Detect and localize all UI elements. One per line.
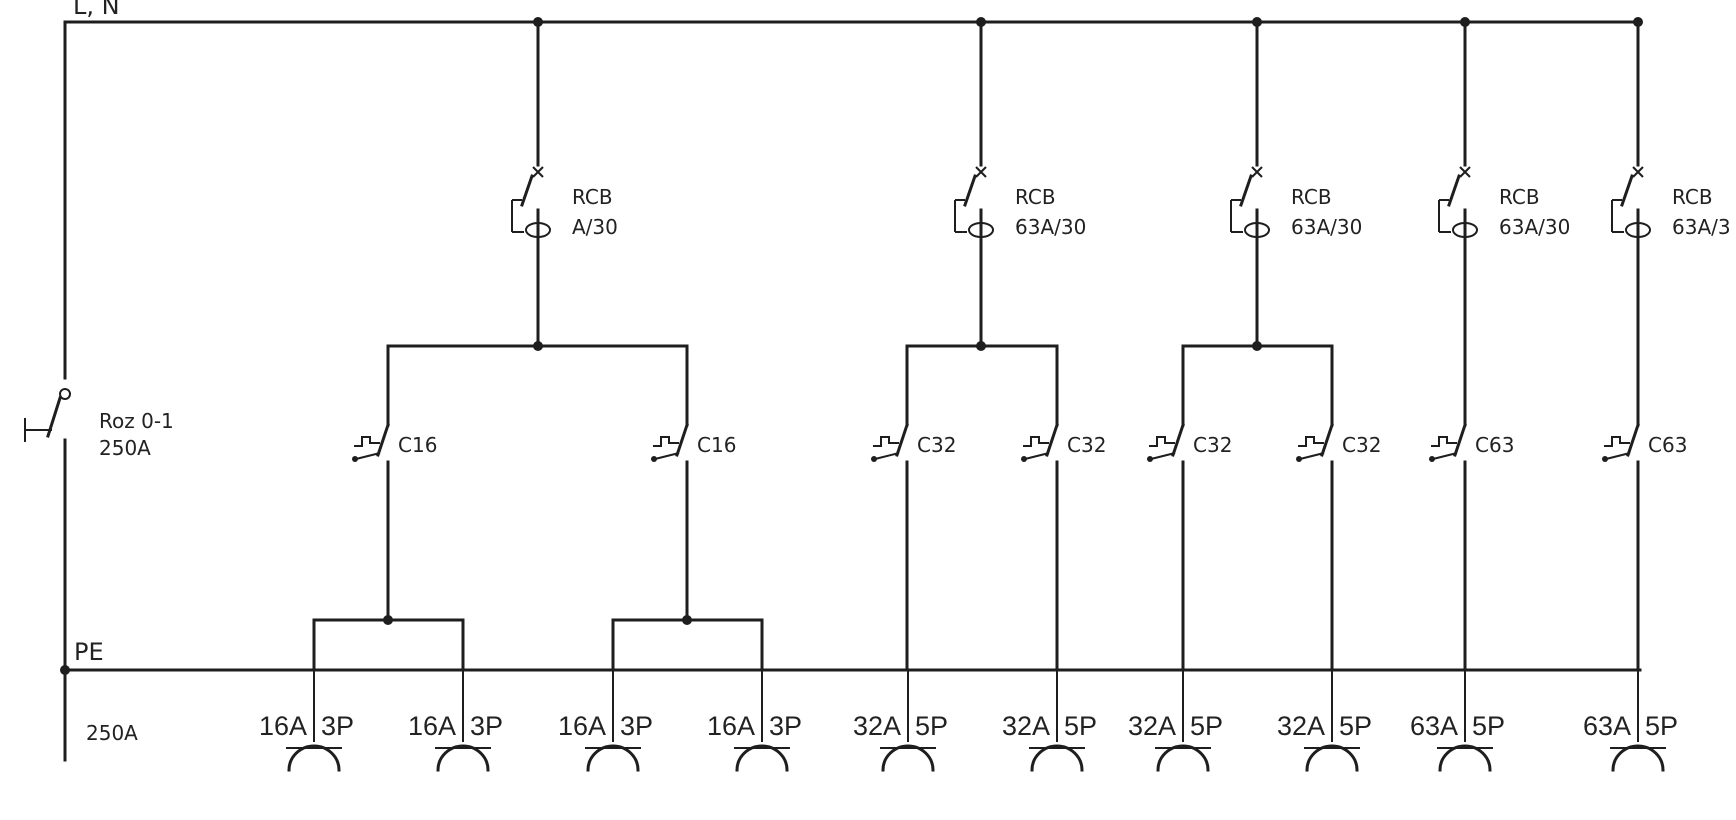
bottom-left-label: 250A: [86, 721, 138, 745]
rcb-split-2: [905, 244, 1059, 351]
breaker-3: C32: [871, 344, 956, 472]
rcb-rating: A/30: [572, 215, 618, 239]
main-switch-label-1: Roz 0-1: [99, 409, 174, 433]
breaker-8: C63: [1602, 344, 1687, 472]
rcb-rating: 63A/30: [1015, 215, 1086, 239]
socket-poles: 5P: [915, 711, 948, 741]
breaker-5: C32: [1147, 344, 1232, 472]
breaker-1: C16: [352, 344, 437, 472]
breaker-label: C63: [1648, 433, 1687, 457]
breaker-feed-2: [611, 468, 764, 672]
socket-8: 32A 5P: [1277, 670, 1372, 772]
rcb-5: RCB 63A/3: [1611, 17, 1731, 248]
socket-poles: 3P: [620, 711, 653, 741]
rcb-split-3: [1181, 244, 1334, 351]
breaker-2: C16: [651, 344, 736, 472]
socket-poles: 5P: [1472, 711, 1505, 741]
breaker-label: C63: [1475, 433, 1514, 457]
socket-poles: 5P: [1190, 711, 1223, 741]
socket-10: 63A 5P: [1583, 670, 1678, 772]
socket-poles: 3P: [470, 711, 503, 741]
socket-current: 32A: [1002, 711, 1050, 741]
rcb-rating: 63A/3: [1672, 215, 1731, 239]
breaker-label: C32: [1342, 433, 1381, 457]
socket-2: 16A 3P: [408, 670, 503, 772]
main-switch-label-2: 250A: [99, 436, 151, 460]
socket-current: 16A: [408, 711, 456, 741]
socket-1: 16A 3P: [259, 670, 354, 772]
breaker-7: C63: [1429, 344, 1514, 472]
rcb-2: RCB 63A/30: [954, 17, 1086, 248]
rcb-label: RCB: [1672, 185, 1713, 209]
main-switch: Roz 0-1 250A: [24, 20, 174, 762]
socket-current: 32A: [1277, 711, 1325, 741]
socket-current: 32A: [853, 711, 901, 741]
pe-label: PE: [74, 638, 104, 666]
breaker-4: C32: [1021, 344, 1106, 472]
socket-current: 32A: [1128, 711, 1176, 741]
breaker-label: C16: [697, 433, 736, 457]
socket-poles: 5P: [1645, 711, 1678, 741]
breaker-label: C32: [1067, 433, 1106, 457]
rcb-label: RCB: [1499, 185, 1540, 209]
socket-current: 16A: [259, 711, 307, 741]
rcb-3: RCB 63A/30: [1230, 17, 1362, 248]
socket-current: 16A: [558, 711, 606, 741]
socket-9: 63A 5P: [1410, 670, 1505, 772]
socket-4: 16A 3P: [707, 670, 802, 772]
rcb-4: RCB 63A/30: [1438, 17, 1570, 248]
socket-5: 32A 5P: [853, 670, 948, 772]
bus-label: L, N: [73, 0, 120, 20]
breaker-label: C32: [917, 433, 956, 457]
rcb-1: RCB A/30: [511, 17, 618, 248]
rcb-split-1: [386, 244, 689, 351]
rcb-label: RCB: [1291, 185, 1332, 209]
socket-current: 63A: [1410, 711, 1458, 741]
socket-poles: 5P: [1064, 711, 1097, 741]
socket-7: 32A 5P: [1128, 670, 1223, 772]
socket-6: 32A 5P: [1002, 670, 1097, 772]
socket-current: 16A: [707, 711, 755, 741]
rcb-rating: 63A/30: [1499, 215, 1570, 239]
rcb-label: RCB: [572, 185, 613, 209]
breaker-label: C16: [398, 433, 437, 457]
socket-poles: 3P: [769, 711, 802, 741]
socket-poles: 3P: [321, 711, 354, 741]
breaker-label: C32: [1193, 433, 1232, 457]
rcb-rating: 63A/30: [1291, 215, 1362, 239]
breaker-6: C32: [1296, 344, 1381, 472]
socket-current: 63A: [1583, 711, 1631, 741]
breaker-feed-1: [312, 468, 465, 672]
socket-poles: 5P: [1339, 711, 1372, 741]
rcb-label: RCB: [1015, 185, 1056, 209]
socket-3: 16A 3P: [558, 670, 653, 772]
